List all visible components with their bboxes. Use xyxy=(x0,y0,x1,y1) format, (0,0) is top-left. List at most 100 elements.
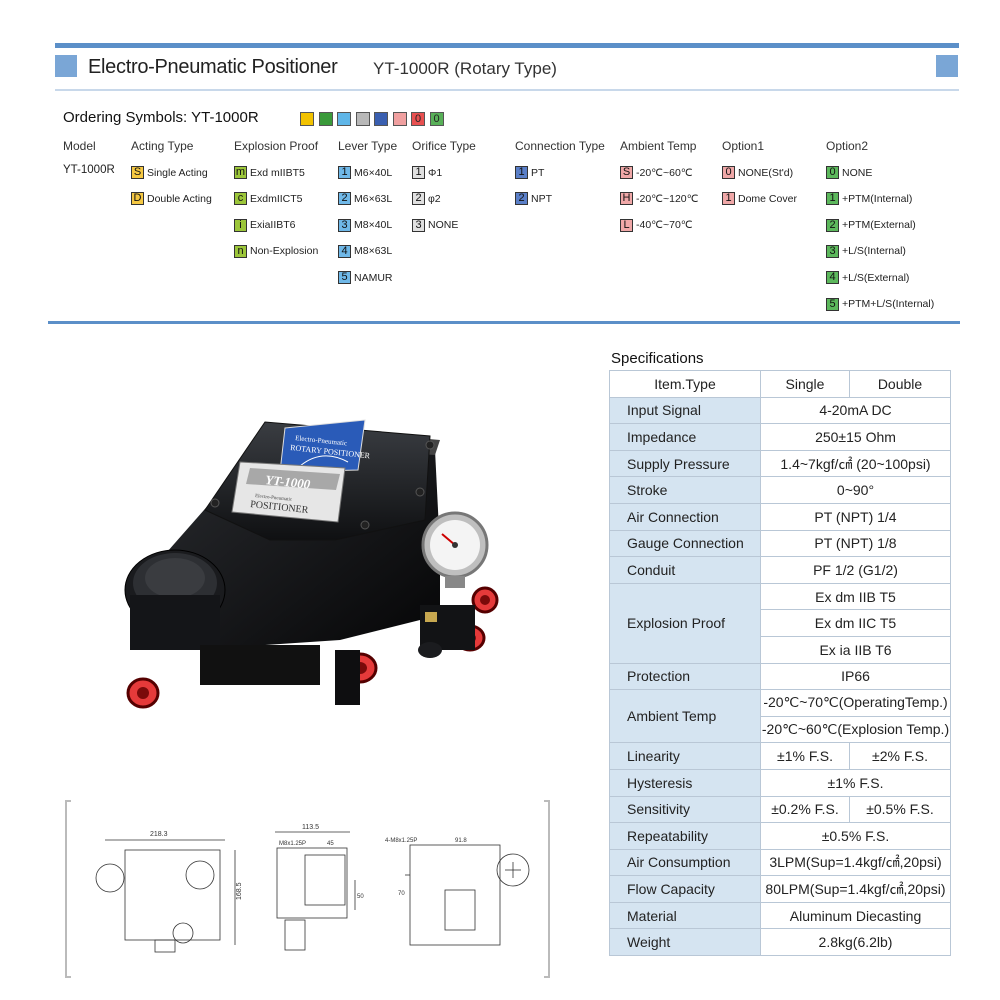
color-chip: 0 xyxy=(429,112,444,126)
specs-row: Sensitivity±0.2% F.S.±0.5% F.S. xyxy=(609,795,951,824)
ordering-option-option2: 1+PTM(Internal) xyxy=(826,192,913,206)
option-code-box: 1 xyxy=(722,192,735,206)
specs-row: Ex ia IIB T6 xyxy=(610,635,951,664)
specs-row-label: Supply Pressure xyxy=(609,449,761,478)
specs-row-value: ±0.5% F.S. xyxy=(760,822,951,850)
specs-row-value: -20℃~60℃(Explosion Temp.) xyxy=(760,715,951,744)
specs-row-value: Aluminum Diecasting xyxy=(760,901,951,930)
option-text: +L/S(External) xyxy=(842,271,910,284)
specs-row-double: ±0.5% F.S. xyxy=(849,795,951,824)
option-code-box: S xyxy=(620,166,633,179)
ordering-column-header: Acting Type xyxy=(131,139,194,153)
ordering-label: Ordering Symbols: xyxy=(63,109,188,126)
option-text: ExiaIIBT6 xyxy=(250,219,296,232)
option-code-box: 4 xyxy=(338,244,351,258)
option-code-box: m xyxy=(234,166,247,179)
option-code-box: 4 xyxy=(826,271,839,285)
option-text: M6×63L xyxy=(354,192,393,205)
specs-row-label: Ambient Temp xyxy=(609,689,761,744)
header-rule xyxy=(55,43,959,48)
dimension-drawing: 218.3 168.5 113.5 M8x1.25P 45 50 4-M8x1.… xyxy=(65,800,550,978)
ordering-option-option2: 5+PTM+L/S(Internal) xyxy=(826,297,935,311)
label-sub1: Electro-Pneumatic xyxy=(255,494,293,503)
option-text: +PTM(Internal) xyxy=(842,192,913,205)
ordering-column-header: Option2 xyxy=(826,139,869,153)
specs-row-value: IP66 xyxy=(760,662,951,691)
specs-row-label: Conduit xyxy=(609,556,761,584)
specs-row-label: Linearity xyxy=(609,742,761,770)
option-text: PT xyxy=(531,166,545,179)
option-text: -20℃~60℃ xyxy=(636,166,693,179)
option-code-box: 2 xyxy=(412,192,425,206)
option-text: Double Acting xyxy=(147,192,212,205)
option-text: Exd mIIBT5 xyxy=(250,166,305,179)
specs-row-single: ±1% F.S. xyxy=(760,742,850,770)
specs-row-label: Weight xyxy=(609,928,761,957)
specs-row-label: Repeatability xyxy=(609,822,761,850)
option-text: +PTM(External) xyxy=(842,219,916,232)
dim-height: 168.5 xyxy=(236,882,243,900)
specs-row: Hysteresis±1% F.S. xyxy=(609,768,951,797)
specs-row-value: 1.4~7kgf/㎠ (20~100psi) xyxy=(760,449,951,478)
option-text: NAMUR xyxy=(354,271,393,284)
option-code-box: 5 xyxy=(338,271,351,285)
option-text: M8×63L xyxy=(354,245,393,258)
specs-row-value: -20℃~70℃(OperatingTemp.) xyxy=(760,689,951,717)
dim-45: 45 xyxy=(327,841,334,847)
specs-row-label: Stroke xyxy=(609,476,761,504)
ordering-column-header: Orifice Type xyxy=(412,139,476,153)
ordering-column-header: Connection Type xyxy=(515,139,605,153)
option-text: NONE xyxy=(428,219,459,232)
option-text: -40℃~70℃ xyxy=(636,219,693,232)
dim-width: 218.3 xyxy=(150,831,168,838)
specs-row-double: ±2% F.S. xyxy=(849,742,951,770)
dim-70: 70 xyxy=(398,891,405,897)
option-text: Dome Cover xyxy=(738,192,797,205)
option-text: φ2 xyxy=(428,192,441,205)
option-code-box: S xyxy=(131,166,144,179)
color-chip xyxy=(355,112,370,126)
page-subtitle: YT-1000R (Rotary Type) xyxy=(373,59,557,78)
specs-row-single: ±0.2% F.S. xyxy=(760,795,850,824)
ordering-option-ambient-temp: L-40℃~70℃ xyxy=(620,218,693,232)
color-chip xyxy=(300,112,314,126)
option-code-box: 1 xyxy=(515,166,528,179)
specs-row-value: 4-20mA DC xyxy=(760,396,951,425)
specs-row-label: Gauge Connection xyxy=(609,529,761,558)
specs-row: -20℃~60℃(Explosion Temp.) xyxy=(610,715,951,744)
option-code-box: D xyxy=(131,192,144,206)
ordering-option-option2: 2+PTM(External) xyxy=(826,218,916,232)
color-chip xyxy=(337,112,351,126)
dim-91: 91.8 xyxy=(455,838,467,844)
ordering-option-ambient-temp: H-20℃~120℃ xyxy=(620,192,698,206)
specs-row-label: Material xyxy=(609,901,761,930)
option-code-box: n xyxy=(234,244,247,258)
option-code-box: c xyxy=(234,192,247,206)
ordering-title: Ordering Symbols: YT-1000R xyxy=(63,109,259,126)
specs-row-value: PT (NPT) 1/4 xyxy=(760,502,951,531)
ordering-option-option2: 3+L/S(Internal) xyxy=(826,244,906,258)
option-text: +PTM+L/S(Internal) xyxy=(842,298,935,310)
dim-depth: 113.5 xyxy=(302,824,319,831)
